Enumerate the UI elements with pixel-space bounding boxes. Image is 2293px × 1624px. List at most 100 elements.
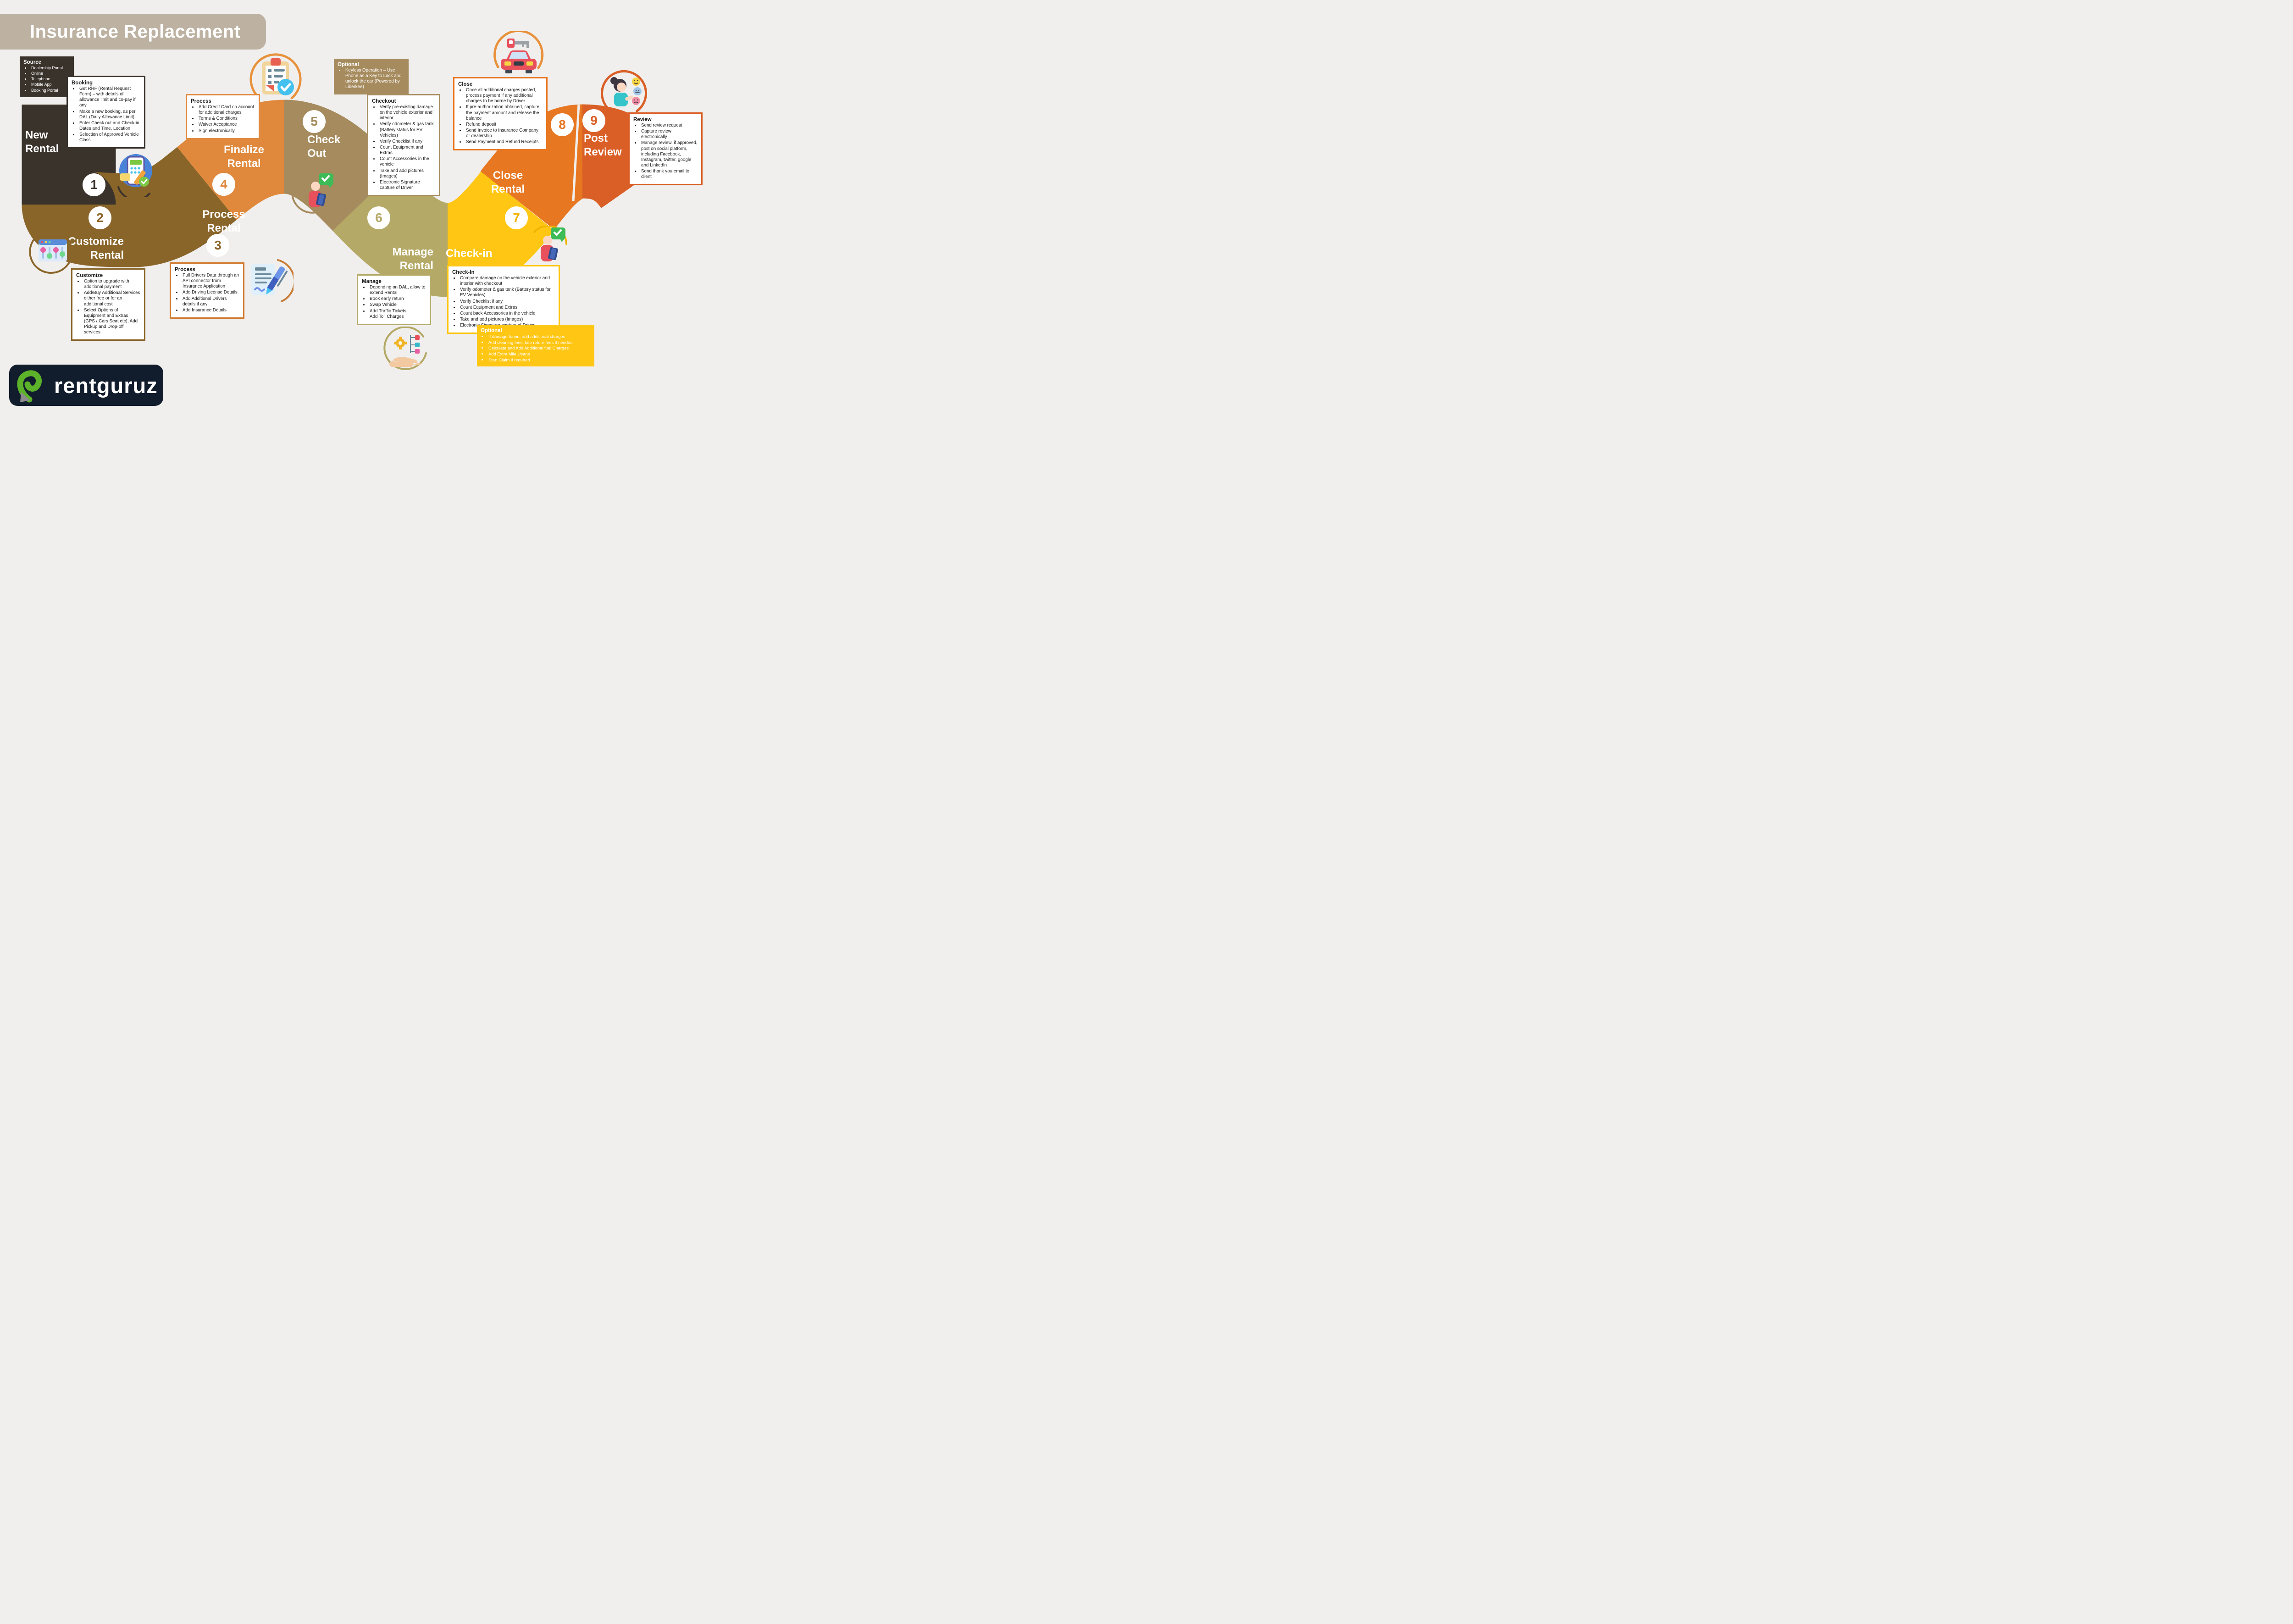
booking-panel: Booking Get RRF (Rental Request Form) – …	[66, 76, 145, 149]
step-5-number: 5	[303, 110, 326, 133]
logo-text: rentguruz	[54, 373, 158, 398]
rentguruz-logo: rentguruz	[9, 365, 163, 406]
source-panel: Source Dealership PortalOnlineTelephoneM…	[20, 56, 74, 97]
booking-title: Booking	[72, 80, 93, 86]
road-segment-checkout	[282, 100, 401, 232]
process-finalize-panel: Process Add Credit Card on account for a…	[186, 94, 260, 139]
infographic-canvas: Insurance Replacement 1 2 3 4 5 6 7 8 9 …	[0, 0, 719, 415]
bullet-item: Add Credit Card on account for additiona…	[198, 105, 255, 116]
booking-list: Get RRF (Rental Request Form) – with det…	[72, 86, 140, 143]
bullet-item: Get RRF (Rental Request Form) – with det…	[78, 86, 140, 109]
step-7-label: Check-in	[446, 247, 493, 260]
road-segment-close	[480, 104, 586, 230]
bullet-item: Count Equipment and Extras	[379, 145, 435, 156]
step-2-number: 2	[89, 206, 111, 229]
checkout-title: Checkout	[372, 99, 396, 104]
step-8-number: 8	[551, 113, 574, 136]
bullet-item: If damage found, add additional charges	[487, 334, 591, 339]
bullet-item: Send Invoice to Insurance Company or dea…	[465, 128, 543, 139]
step-9-label: Post Review	[584, 132, 622, 158]
bullet-item: Calculate and Add Additional fuel Charge…	[487, 345, 591, 351]
checkin-title: Check-In	[452, 270, 475, 275]
step-1-label: New Rental	[25, 129, 59, 155]
process-rental-panel: Process Pull Drivers Data through an API…	[170, 262, 244, 319]
bullet-item: Verify Checklist if any	[459, 299, 555, 305]
bullet-item: Send Payment and Refund Receipts	[465, 139, 543, 145]
step-9-number: 9	[582, 109, 605, 132]
process-rental-list: Pull Drivers Data through an API connect…	[175, 273, 239, 313]
step-6-label: Manage Rental	[392, 246, 433, 272]
source-list: Dealership PortalOnlineTelephoneMobile A…	[23, 66, 70, 93]
review-list: Send review requestCapture review electr…	[633, 123, 698, 180]
bullet-item: Depending on DAL, allow to extend Rental	[369, 285, 426, 296]
bullet-item: Add Additional Drivers details if any	[182, 296, 239, 307]
bullet-item: Sign electronically	[198, 128, 255, 134]
bullet-item: Count back Accessories in the vehicle	[459, 311, 555, 316]
bullet-item: Add Traffic Tickets Add Toll Charges	[369, 309, 426, 320]
road-segment-checkin	[445, 171, 554, 297]
checkin-list: Compare damage on the vehicle exterior a…	[452, 276, 555, 328]
title-bar: Insurance Replacement	[0, 14, 266, 50]
step-4-label: Finalize Rental	[223, 144, 265, 170]
step-1-number: 1	[83, 173, 105, 196]
checklist-clipboard-icon	[248, 51, 304, 108]
contract-pen-icon	[248, 259, 295, 307]
sliders-icon	[28, 228, 74, 277]
process-finalize-list: Add Credit Card on account for additiona…	[191, 105, 255, 134]
bullet-item: Manage review, if approved, post on soci…	[640, 140, 698, 168]
bullet-item: Add cleaning fees, late return fees if n…	[487, 340, 591, 345]
bullet-item: Select Options of Equipment and Extras (…	[83, 308, 140, 336]
review-title: Review	[633, 117, 652, 122]
optional-charges-title: Optional	[481, 328, 502, 333]
close-panel: Close Once all additional charges posted…	[453, 77, 548, 151]
inspector-person-icon	[291, 171, 337, 217]
manage-list: Depending on DAL, allow to extend Rental…	[362, 285, 426, 320]
source-title: Source	[23, 60, 41, 65]
step-4-number: 4	[212, 173, 235, 196]
bullet-item: Waiver Acceptance	[198, 122, 255, 127]
step-8-label: Close Rental	[491, 169, 525, 195]
bullet-item: Book early return	[369, 296, 426, 302]
bullet-item: Make a new booking, as per DAL (Daily Al…	[78, 109, 140, 120]
car-key-icon	[492, 29, 546, 83]
bullet-item: Electronic Signature capture of Driver	[379, 180, 435, 191]
bullet-item: Take and add pictures (Images)	[379, 168, 435, 179]
road-segment-customize-process	[22, 147, 237, 267]
bullet-item: Send review request	[640, 123, 698, 128]
inspector-person-icon	[525, 225, 569, 270]
gear-hand-icon	[382, 326, 430, 373]
step-3-number: 3	[206, 234, 229, 257]
booking-app-icon	[114, 151, 156, 201]
review-panel: Review Send review requestCapture review…	[628, 112, 703, 186]
close-title: Close	[458, 82, 473, 87]
optional-charges-panel: Optional If damage found, add additional…	[477, 325, 594, 367]
bullet-item: Count Equipment and Extras	[459, 305, 555, 310]
bullet-item: Verify odometer & gas tank (Battery stat…	[379, 122, 435, 138]
customize-list: Option to upgrade with additional paymen…	[76, 279, 140, 335]
optional-charges-list: If damage found, add additional chargesA…	[481, 334, 591, 362]
page-title: Insurance Replacement	[30, 21, 241, 42]
bullet-item: Dealership Portal	[30, 66, 70, 71]
step-2-label: Customize Rental	[68, 235, 124, 261]
checkout-panel: Checkout Verify pre-existing damage on t…	[367, 94, 440, 197]
bullet-item: Mobile App	[30, 82, 70, 87]
bullet-item: Take and add pictures (Images)	[459, 317, 555, 322]
manage-title: Manage	[362, 279, 382, 284]
process-rental-title: Process	[175, 267, 195, 272]
bullet-item: Add Driving License Details	[182, 290, 239, 295]
step-6-number: 6	[367, 206, 390, 229]
bullet-item: Refund deposit	[465, 122, 543, 127]
bullet-item: Online	[30, 71, 70, 76]
close-list: Once all additional charges posted, proc…	[458, 88, 543, 145]
step-5-label: Check Out	[307, 133, 341, 160]
optional-keyless-list: Keyless Operation – Use Phone as a Key t…	[338, 68, 405, 90]
review-feedback-icon	[598, 70, 648, 120]
bullet-item: Verify Checklist if any	[379, 139, 435, 144]
bullet-item: Enter Check out and Check-in Dates and T…	[78, 121, 140, 132]
bullet-item: Keyless Operation – Use Phone as a Key t…	[344, 68, 405, 90]
bullet-item: Capture review electronically	[640, 129, 698, 140]
bullet-item: Booking Portal	[30, 88, 70, 93]
bullet-item: Compare damage on the vehicle exterior a…	[459, 276, 555, 287]
bullet-item: Once all additional charges posted, proc…	[465, 88, 543, 104]
bullet-item: Telephone	[30, 77, 70, 82]
